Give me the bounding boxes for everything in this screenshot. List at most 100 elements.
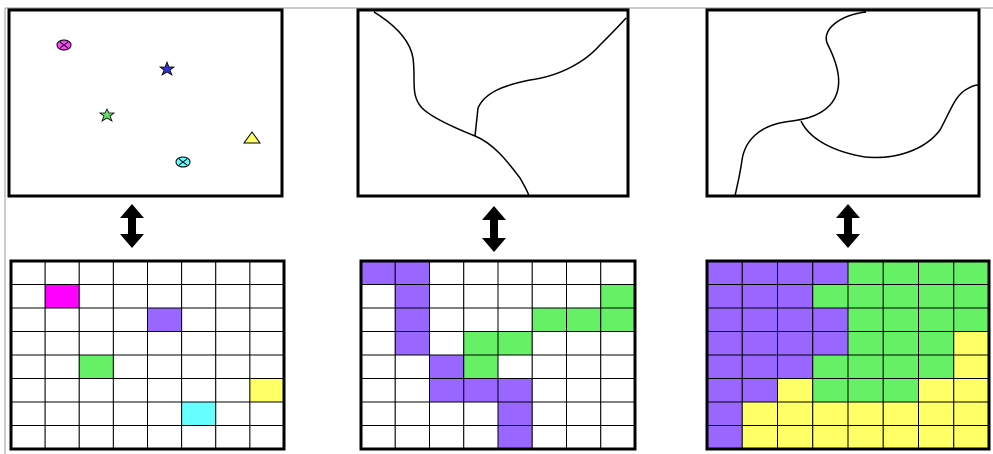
raster-cell bbox=[147, 378, 183, 403]
point-blue-star bbox=[158, 60, 176, 76]
raster-cell bbox=[360, 425, 396, 450]
raster-cell bbox=[78, 331, 114, 356]
raster-cell bbox=[249, 354, 285, 379]
raster-cell bbox=[706, 260, 743, 285]
raster-cell bbox=[531, 378, 567, 403]
raster-cell bbox=[44, 284, 80, 309]
vector-panel-polygons bbox=[705, 8, 981, 198]
raster-cell bbox=[812, 260, 849, 285]
raster-cell bbox=[918, 425, 955, 450]
raster-cell bbox=[181, 307, 217, 332]
raster-cell bbox=[44, 331, 80, 356]
raster-cell bbox=[215, 260, 251, 285]
raster-cell bbox=[882, 260, 919, 285]
raster-cell bbox=[360, 260, 396, 285]
raster-cell bbox=[741, 378, 778, 403]
raster-cell bbox=[706, 284, 743, 309]
raster-cell bbox=[44, 425, 80, 450]
raster-cell bbox=[215, 284, 251, 309]
raster-cell bbox=[706, 331, 743, 356]
raster-cell bbox=[706, 354, 743, 379]
raster-cell bbox=[10, 425, 46, 450]
raster-cell bbox=[812, 354, 849, 379]
raster-grid-lines bbox=[359, 259, 637, 451]
raster-cell bbox=[249, 307, 285, 332]
raster-cell bbox=[531, 401, 567, 426]
raster-cell bbox=[215, 378, 251, 403]
raster-cell bbox=[882, 307, 919, 332]
raster-cell bbox=[249, 331, 285, 356]
raster-cell bbox=[953, 425, 990, 450]
raster-cell bbox=[360, 307, 396, 332]
raster-cell bbox=[497, 331, 533, 356]
raster-cell bbox=[777, 260, 814, 285]
raster-cell bbox=[78, 401, 114, 426]
point-yellow-triangle bbox=[243, 131, 261, 144]
raster-cell bbox=[600, 425, 636, 450]
raster-cell bbox=[147, 401, 183, 426]
raster-cell bbox=[112, 401, 149, 426]
raster-cell bbox=[429, 307, 465, 332]
raster-cell bbox=[847, 307, 884, 332]
raster-cell bbox=[882, 378, 919, 403]
raster-cell bbox=[429, 378, 465, 403]
raster-cell bbox=[463, 331, 499, 356]
raster-cell bbox=[918, 401, 955, 426]
raster-cell bbox=[10, 260, 46, 285]
raster-cell bbox=[44, 307, 80, 332]
raster-cell bbox=[112, 378, 149, 403]
raster-cell bbox=[10, 307, 46, 332]
raster-cell bbox=[463, 284, 499, 309]
raster-grid-polygons bbox=[705, 259, 991, 451]
raster-cell bbox=[394, 354, 430, 379]
raster-cell bbox=[181, 284, 217, 309]
raster-cell bbox=[147, 425, 183, 450]
raster-cell bbox=[429, 331, 465, 356]
raster-cell bbox=[847, 331, 884, 356]
raster-cell bbox=[112, 425, 149, 450]
raster-cell bbox=[953, 378, 990, 403]
raster-cell bbox=[531, 307, 567, 332]
raster-cell bbox=[394, 307, 430, 332]
raster-cell bbox=[741, 331, 778, 356]
raster-cell bbox=[463, 401, 499, 426]
raster-cell bbox=[847, 354, 884, 379]
raster-cell bbox=[531, 260, 567, 285]
raster-cell bbox=[600, 378, 636, 403]
arrow-lines bbox=[482, 206, 506, 252]
raster-grid-points bbox=[9, 259, 286, 451]
raster-cell bbox=[812, 284, 849, 309]
raster-cell bbox=[10, 378, 46, 403]
raster-cell bbox=[741, 425, 778, 450]
raster-cell bbox=[497, 284, 533, 309]
raster-cell bbox=[882, 331, 919, 356]
raster-cell bbox=[215, 354, 251, 379]
raster-cell bbox=[812, 425, 849, 450]
raster-cell bbox=[953, 260, 990, 285]
raster-cell bbox=[847, 284, 884, 309]
raster-cell bbox=[566, 354, 602, 379]
raster-cell bbox=[78, 378, 114, 403]
raster-cell bbox=[497, 307, 533, 332]
raster-cell bbox=[249, 401, 285, 426]
raster-cell bbox=[531, 284, 567, 309]
polygon-boundary bbox=[734, 11, 979, 197]
raster-cell bbox=[78, 284, 114, 309]
raster-cell bbox=[918, 307, 955, 332]
vector-panel-lines bbox=[356, 8, 630, 198]
raster-cell bbox=[600, 401, 636, 426]
raster-cell bbox=[394, 260, 430, 285]
raster-cell bbox=[918, 260, 955, 285]
arrow-points bbox=[120, 204, 144, 248]
raster-cell bbox=[112, 260, 149, 285]
raster-cell bbox=[147, 354, 183, 379]
raster-cell bbox=[812, 378, 849, 403]
raster-cell bbox=[497, 378, 533, 403]
raster-cell bbox=[600, 331, 636, 356]
raster-cell bbox=[181, 378, 217, 403]
raster-cell bbox=[882, 354, 919, 379]
raster-cell bbox=[394, 425, 430, 450]
raster-cell bbox=[429, 284, 465, 309]
raster-cell bbox=[531, 331, 567, 356]
